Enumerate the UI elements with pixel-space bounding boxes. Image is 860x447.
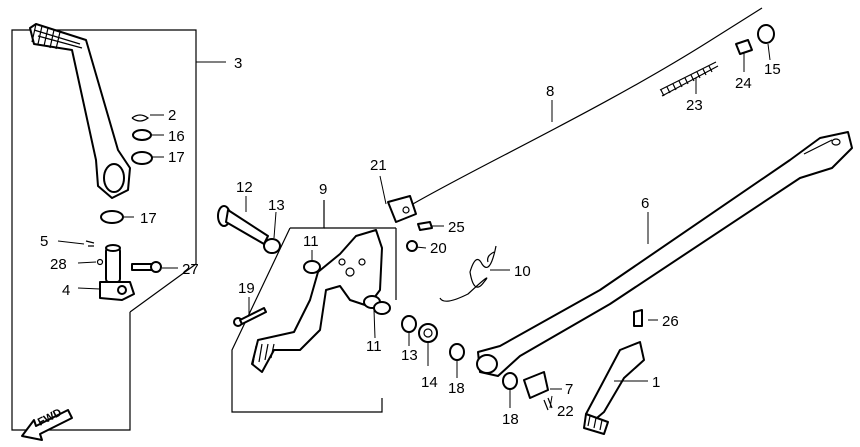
callout-8: 8 <box>546 83 554 100</box>
small-bolt <box>233 307 267 327</box>
pivot-bolt <box>217 205 281 254</box>
callout-13b: 13 <box>401 347 418 364</box>
callout-23: 23 <box>686 97 703 114</box>
kick-pivot-parts <box>100 114 153 224</box>
callout-20: 20 <box>430 240 447 257</box>
brake-pedal-frame <box>231 200 397 413</box>
callout-26: 26 <box>662 313 679 330</box>
callout-7: 7 <box>565 381 573 398</box>
callout-12: 12 <box>236 179 253 196</box>
kick-shaft-assembly <box>85 240 162 301</box>
callout-14: 14 <box>421 374 438 391</box>
return-spring <box>439 245 497 302</box>
washers <box>401 315 518 390</box>
callout-19: 19 <box>238 280 255 297</box>
callout-11a: 11 <box>303 233 319 250</box>
callout-3: 3 <box>234 55 242 72</box>
callout-27: 27 <box>182 261 199 278</box>
callout-numbers: 3 2 16 17 17 5 28 4 27 12 13 9 11 19 11 … <box>40 55 781 428</box>
pivot-collar <box>523 371 553 411</box>
callout-17b: 17 <box>140 210 157 227</box>
callout-13a: 13 <box>268 197 285 214</box>
kick-starter-frame <box>11 29 197 431</box>
callout-17a: 17 <box>168 149 185 166</box>
callout-6: 6 <box>641 195 649 212</box>
brake-rod <box>387 7 763 223</box>
adjuster-spring <box>659 61 719 97</box>
callout-28: 28 <box>50 256 67 273</box>
callout-10: 10 <box>514 263 531 280</box>
callout-24: 24 <box>735 75 752 92</box>
callout-16: 16 <box>168 128 185 145</box>
shift-pedal <box>583 309 645 435</box>
callout-25: 25 <box>448 219 465 236</box>
callout-2: 2 <box>168 107 176 124</box>
callout-1: 1 <box>652 374 660 391</box>
long-stand-bar <box>476 131 853 377</box>
callout-15: 15 <box>764 61 781 78</box>
callout-5: 5 <box>40 233 48 250</box>
callout-22: 22 <box>557 403 574 420</box>
adjusting-nut-and-joint <box>735 24 775 55</box>
leader-lines <box>57 43 771 409</box>
kick-starter-arm <box>29 23 131 199</box>
brake-pedal <box>251 229 391 373</box>
callout-21: 21 <box>370 157 387 174</box>
callout-4: 4 <box>62 282 70 299</box>
callout-18a: 18 <box>448 380 465 397</box>
callout-9: 9 <box>319 181 327 198</box>
callout-18b: 18 <box>502 411 519 428</box>
callout-11b: 11 <box>366 338 382 355</box>
forward-direction-arrow: FWD <box>21 407 73 441</box>
clevis-pins <box>406 221 433 252</box>
